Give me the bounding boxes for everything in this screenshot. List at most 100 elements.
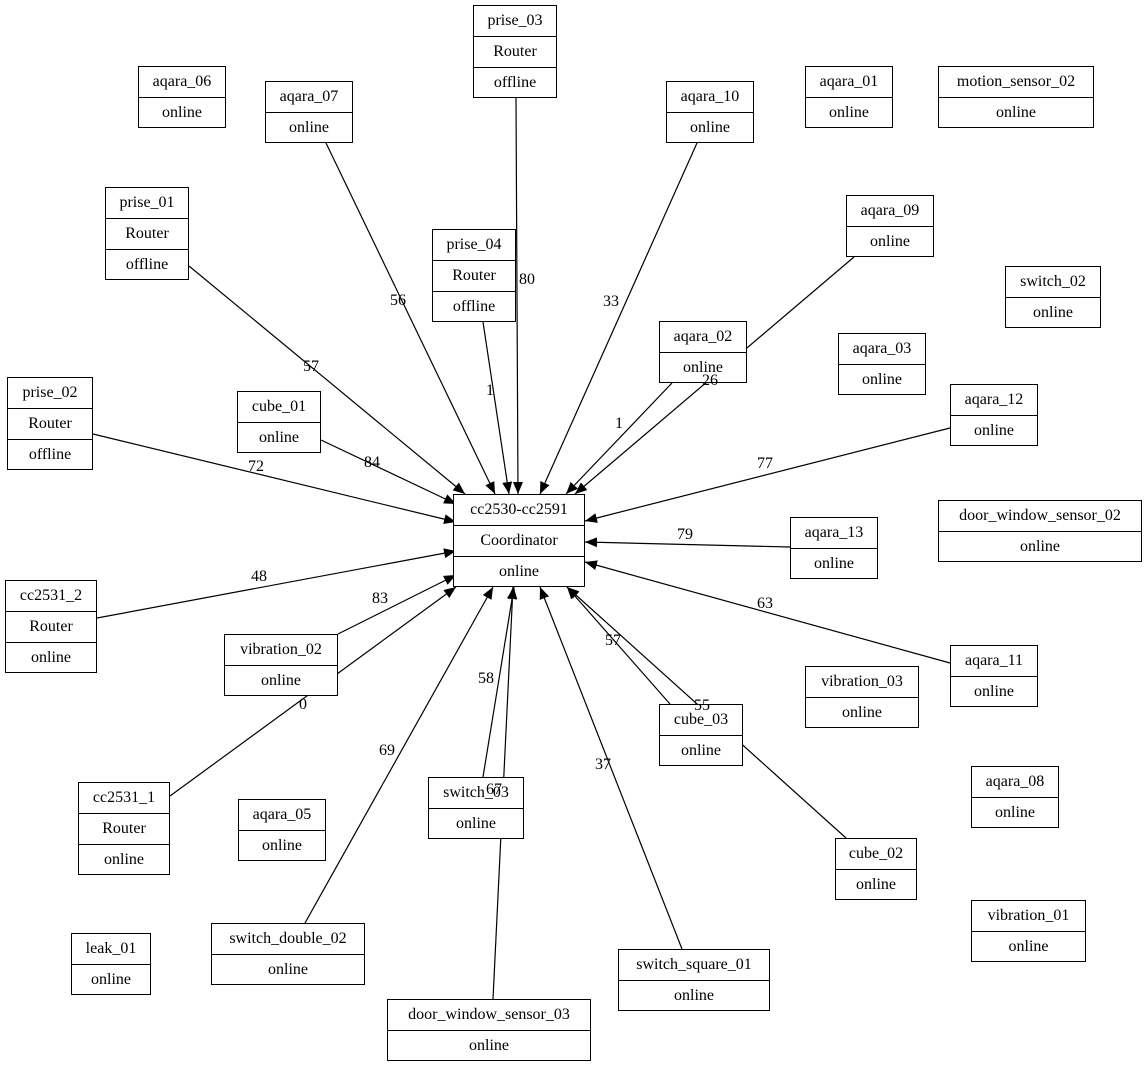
link-lqi-label: 84 <box>364 454 380 471</box>
node-status: online <box>806 697 918 728</box>
link-lqi-label: 57 <box>605 632 621 649</box>
link-prise-04-to-coordinator <box>482 321 513 495</box>
node-name: door_window_sensor_03 <box>408 1006 570 1023</box>
node-status: online <box>238 422 320 453</box>
node-status: online <box>939 531 1141 562</box>
link-lqi-label: 1 <box>486 382 494 399</box>
node-name: aqara_05 <box>252 806 312 823</box>
node-status: online <box>660 352 746 383</box>
node-name: aqara_01 <box>819 73 879 90</box>
link-aqara-10-to-coordinator <box>539 142 698 495</box>
node-type: Router <box>6 611 96 642</box>
node-status: online <box>806 97 892 128</box>
node-status: online <box>836 869 916 900</box>
node-type: Router <box>474 36 556 67</box>
link-lqi-label: 83 <box>372 590 388 607</box>
node-name: prise_02 <box>22 384 78 401</box>
node-status: online <box>667 112 753 143</box>
link-lqi-label: 1 <box>615 415 623 432</box>
node-name: aqara_03 <box>852 340 912 357</box>
node-status: offline <box>474 67 556 98</box>
link-lqi-label: 56 <box>390 292 406 309</box>
node-status: online <box>972 931 1085 962</box>
node-status: online <box>839 364 925 395</box>
node-status: online <box>139 97 225 128</box>
link-switch-square-01-to-coordinator <box>539 586 683 950</box>
link-vibration-02-to-coordinator <box>337 574 457 635</box>
node-name: aqara_10 <box>680 88 740 105</box>
link-prise-02-to-coordinator <box>92 433 457 525</box>
node-status: online <box>212 954 364 985</box>
node-name: cc2531_2 <box>19 587 83 604</box>
link-switch-03-to-coordinator <box>482 586 518 778</box>
node-name: aqara_02 <box>673 328 733 345</box>
node-status: online <box>939 97 1093 128</box>
node-status: online <box>429 808 523 839</box>
link-lqi-label: 58 <box>478 670 494 687</box>
link-lqi-label: 0 <box>299 696 307 713</box>
node-name: prise_01 <box>119 194 175 211</box>
node-name: vibration_03 <box>821 673 903 690</box>
link-aqara-02-to-coordinator <box>565 382 673 495</box>
node-name: aqara_12 <box>964 391 1024 408</box>
link-lqi-label: 79 <box>677 526 693 543</box>
node-name: leak_01 <box>85 940 137 957</box>
link-prise-01-to-coordinator <box>188 265 466 495</box>
link-lqi-label: 72 <box>248 458 264 475</box>
link-lqi-label: 57 <box>303 358 319 375</box>
node-name: switch_02 <box>1020 273 1086 290</box>
node-name: switch_square_01 <box>636 956 752 973</box>
node-status: online <box>951 415 1037 446</box>
node-status: online <box>79 844 169 875</box>
node-status: online <box>454 556 584 587</box>
node-status: online <box>660 735 742 766</box>
node-name: cube_02 <box>848 845 904 862</box>
node-name: vibration_02 <box>240 641 322 658</box>
link-switch-double-02-to-coordinator <box>304 586 494 924</box>
link-lqi-label: 67 <box>486 781 502 798</box>
node-type: Router <box>433 260 515 291</box>
node-name: cc2531_1 <box>92 789 156 806</box>
link-cc2531-2-to-coordinator <box>96 548 457 619</box>
node-name: switch_double_02 <box>229 930 347 947</box>
link-lqi-label: 48 <box>251 568 267 585</box>
node-type: Router <box>106 218 188 249</box>
node-status: online <box>972 797 1058 828</box>
node-status: online <box>225 665 337 696</box>
link-lqi-label: 37 <box>595 756 611 773</box>
node-status: online <box>1006 297 1100 328</box>
node-type: Router <box>8 408 92 439</box>
link-aqara-13-to-coordinator <box>584 537 791 548</box>
node-name: cc2530-cc2591 <box>470 501 568 518</box>
link-lqi-label: 77 <box>757 455 773 472</box>
link-cube-03-to-coordinator <box>566 586 671 705</box>
link-lqi-label: 26 <box>702 372 718 389</box>
node-type: Router <box>79 813 169 844</box>
link-lqi-label: 63 <box>757 595 773 612</box>
link-aqara-07-to-coordinator <box>325 142 496 495</box>
node-name: aqara_08 <box>985 773 1045 790</box>
node-status: online <box>239 830 325 861</box>
link-aqara-12-to-coordinator <box>584 427 951 523</box>
link-lqi-label: 69 <box>379 742 395 759</box>
node-name: aqara_09 <box>860 202 920 219</box>
